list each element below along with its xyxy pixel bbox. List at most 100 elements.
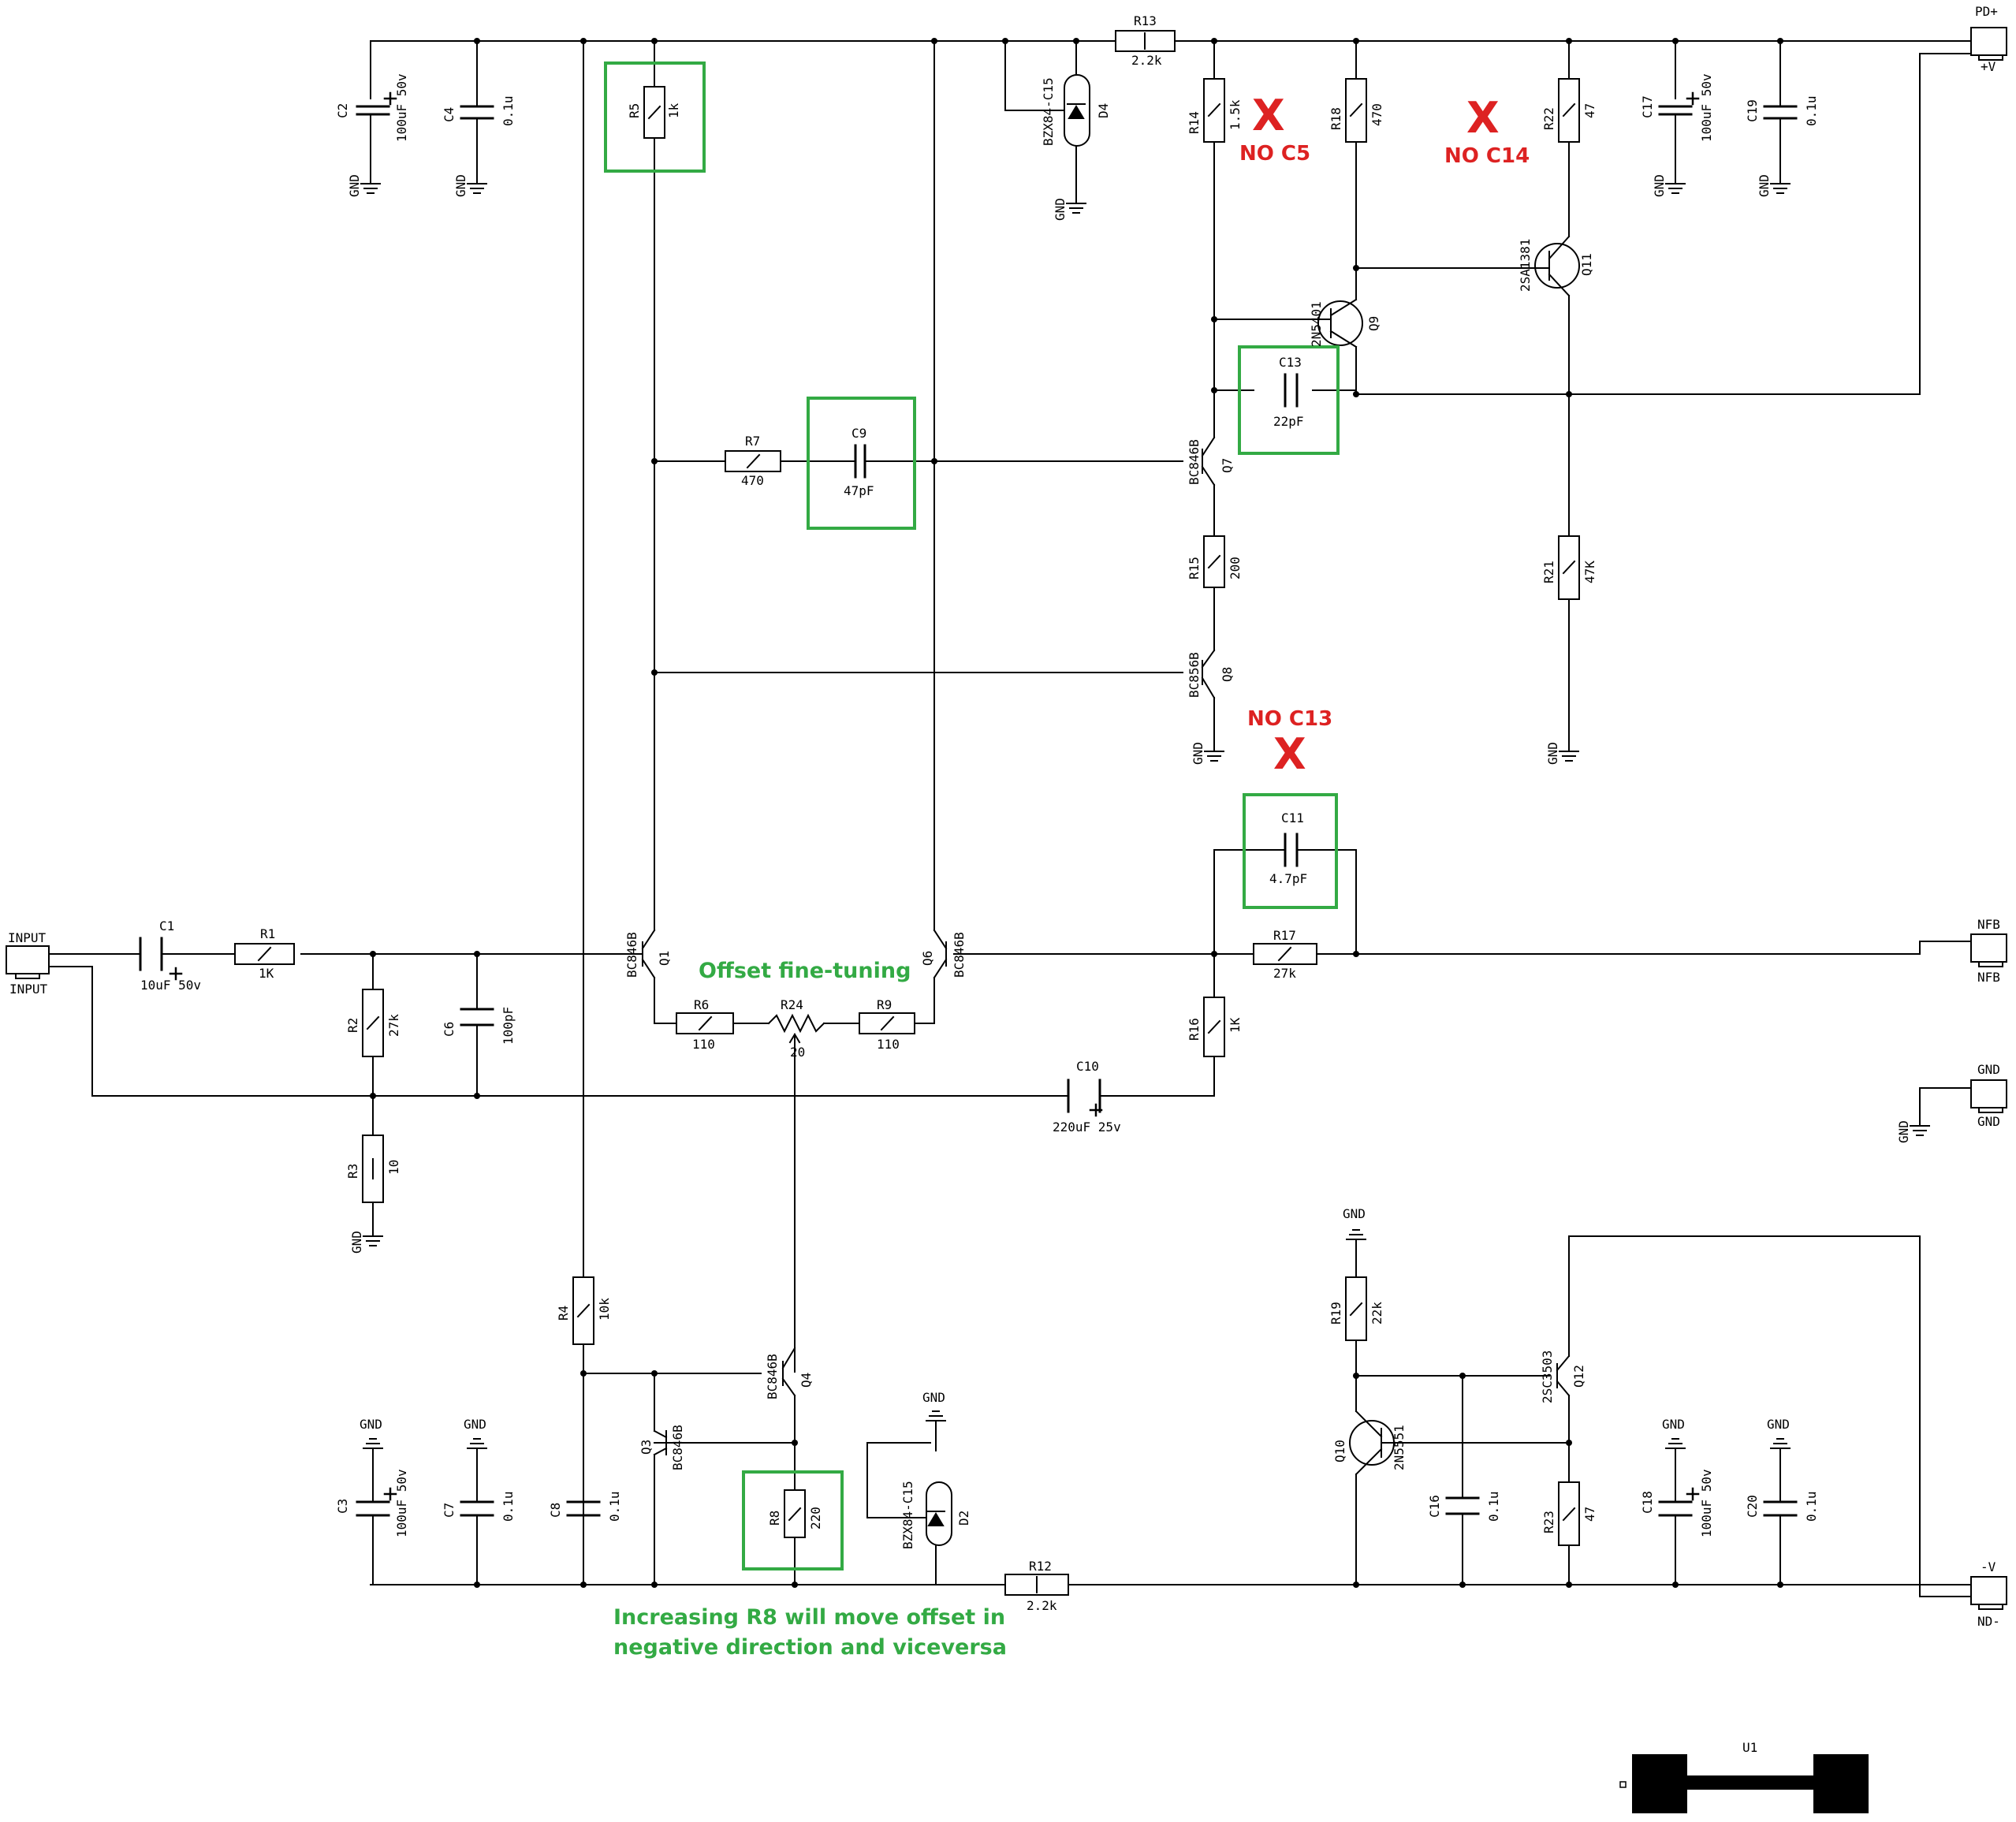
label-c3-val: 100uF 50v bbox=[394, 1469, 409, 1537]
label-q4-val: BC846B bbox=[765, 1354, 780, 1399]
label-d2-ref: D2 bbox=[956, 1511, 971, 1526]
connector-input-top: INPUT bbox=[8, 930, 47, 945]
label-r14-val: 1.5k bbox=[1228, 99, 1243, 130]
label-q3-ref: Q3 bbox=[639, 1440, 654, 1455]
label-q1-val: BC846B bbox=[624, 932, 639, 978]
label-r23-val: 47 bbox=[1582, 1507, 1597, 1522]
annotations: X NO C5 X NO C14 NO C13 X Offset fine-tu… bbox=[613, 91, 1530, 1660]
label-c9-val: 47pF bbox=[844, 483, 874, 498]
label-q11-ref: Q11 bbox=[1579, 253, 1594, 276]
label-r6-val: 110 bbox=[692, 1037, 715, 1052]
highlight-c9 bbox=[807, 397, 916, 530]
label-c3-ref: C3 bbox=[335, 1499, 350, 1514]
label-q9-ref: Q9 bbox=[1366, 316, 1381, 331]
gnd-label: GND bbox=[1767, 1417, 1790, 1432]
label-r12-ref: R12 bbox=[1029, 1559, 1052, 1574]
connector-nfb bbox=[1970, 933, 2007, 963]
label-r22-val: 47 bbox=[1582, 103, 1597, 118]
connector-pd-plus bbox=[1970, 27, 2007, 56]
label-c13-val: 22pF bbox=[1273, 414, 1304, 429]
label-r3-val: 10 bbox=[386, 1160, 401, 1175]
connector-nd-minus bbox=[1970, 1576, 2007, 1605]
label-r13-val: 2.2k bbox=[1131, 53, 1162, 68]
note-offset-fine-tuning: Offset fine-tuning bbox=[699, 959, 911, 983]
label-r19-ref: R19 bbox=[1328, 1302, 1343, 1325]
label-r1-val: 1K bbox=[259, 966, 274, 981]
note-no-c14: NO C14 bbox=[1444, 144, 1530, 168]
gnd-label: GND bbox=[360, 1417, 382, 1432]
label-c7-ref: C7 bbox=[442, 1503, 456, 1518]
label-r8-val: 220 bbox=[808, 1507, 823, 1530]
resistors bbox=[234, 30, 1580, 1596]
label-q1-ref: Q1 bbox=[657, 951, 672, 966]
label-c16-ref: C16 bbox=[1427, 1495, 1442, 1518]
highlight-boxes bbox=[604, 61, 1340, 1570]
label-r6-ref: R6 bbox=[694, 997, 709, 1012]
connector-nfb-top: NFB bbox=[1977, 917, 2000, 932]
label-c6-ref: C6 bbox=[442, 1022, 456, 1037]
label-r8-ref: R8 bbox=[767, 1511, 782, 1526]
label-c2-val: 100uF 50v bbox=[394, 73, 409, 142]
component-labels: C1 10uF 50v R1 1K R7 470 C9 47pF R6 110 … bbox=[140, 13, 1757, 1755]
connector-gnd bbox=[1970, 1079, 2007, 1108]
label-c20-val: 0.1u bbox=[1804, 1491, 1819, 1522]
label-r7-ref: R7 bbox=[745, 434, 760, 449]
potentiometer-r24 bbox=[767, 1013, 825, 1049]
label-c13-ref: C13 bbox=[1279, 355, 1302, 370]
gnd-label: GND bbox=[1652, 174, 1667, 197]
diode-d2-body bbox=[926, 1481, 952, 1546]
label-r24-ref: R24 bbox=[781, 997, 803, 1012]
label-c6-val: 100pF bbox=[501, 1007, 516, 1045]
u1-heatsink-bar bbox=[1619, 1754, 1869, 1813]
highlight-r5 bbox=[604, 61, 706, 173]
connector-nd-bottom: ND- bbox=[1977, 1614, 2000, 1629]
note-no-c13: NO C13 bbox=[1247, 707, 1332, 731]
transistors bbox=[641, 235, 1580, 1476]
label-c20-ref: C20 bbox=[1745, 1495, 1760, 1518]
label-r4-ref: R4 bbox=[556, 1306, 571, 1321]
label-d4-val: BZX84-C15 bbox=[1041, 77, 1056, 146]
gnd-label: GND bbox=[1757, 174, 1772, 197]
note-r8-line1: Increasing R8 will move offset in bbox=[613, 1605, 1005, 1630]
resistor-r15 bbox=[1203, 535, 1225, 588]
label-r9-val: 110 bbox=[877, 1037, 900, 1052]
highlight-c11 bbox=[1243, 793, 1338, 909]
label-r18-ref: R18 bbox=[1328, 107, 1343, 130]
x-mark-c14: X bbox=[1466, 93, 1500, 143]
label-r24-val: 20 bbox=[790, 1045, 805, 1060]
connector-input-bottom: INPUT bbox=[9, 982, 48, 997]
label-c4-ref: C4 bbox=[442, 107, 456, 122]
label-u1-ref: U1 bbox=[1742, 1740, 1757, 1755]
note-no-c5: NO C5 bbox=[1239, 142, 1310, 166]
label-q8-ref: Q8 bbox=[1220, 667, 1235, 682]
gnd-label: GND bbox=[1191, 742, 1206, 765]
resistor-r1 bbox=[234, 943, 295, 965]
resistor-r18 bbox=[1345, 78, 1367, 143]
highlight-c13 bbox=[1238, 345, 1340, 455]
label-r4-val: 10k bbox=[597, 1298, 612, 1321]
label-c4-val: 0.1u bbox=[501, 95, 516, 126]
gnd-label: GND bbox=[922, 1390, 945, 1405]
label-r12-val: 2.2k bbox=[1027, 1598, 1057, 1613]
label-q4-ref: Q4 bbox=[799, 1373, 814, 1388]
label-q12-val: 2SC3503 bbox=[1540, 1351, 1555, 1403]
label-c10-val: 220uF 25v bbox=[1053, 1120, 1121, 1135]
resistor-r17 bbox=[1253, 943, 1317, 965]
connector-pd-bottom: +V bbox=[1981, 59, 1996, 74]
label-r23-ref: R23 bbox=[1541, 1511, 1556, 1533]
resistor-slashes bbox=[257, 32, 1576, 1593]
label-q6-val: BC846B bbox=[952, 932, 967, 978]
label-c9-ref: C9 bbox=[851, 426, 866, 441]
gnd-label: GND bbox=[1053, 198, 1068, 221]
label-r13-ref: R13 bbox=[1134, 13, 1157, 28]
label-q3-val: BC846B bbox=[670, 1425, 685, 1470]
gnd-label: GND bbox=[1896, 1120, 1911, 1143]
label-d2-val: BZX84-C15 bbox=[900, 1481, 915, 1549]
label-r2-val: 27k bbox=[386, 1014, 401, 1037]
label-q6-ref: Q6 bbox=[920, 951, 935, 966]
zener-diodes bbox=[926, 74, 1090, 1546]
connector-gnd-top: GND bbox=[1977, 1062, 2000, 1077]
capacitors bbox=[139, 105, 1798, 1517]
label-r2-ref: R2 bbox=[345, 1018, 360, 1033]
